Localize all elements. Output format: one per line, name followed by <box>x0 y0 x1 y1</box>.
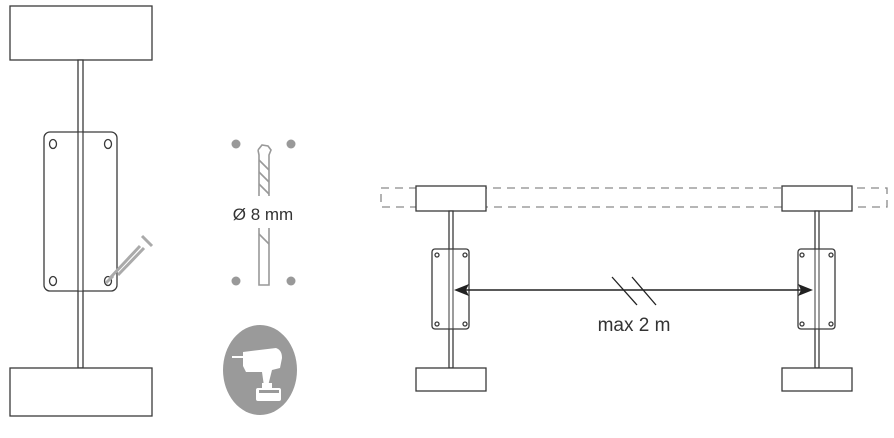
dimension-arrow <box>454 276 813 306</box>
drill-point-marker <box>286 139 296 149</box>
drill-point-marker <box>286 276 296 286</box>
top-rail-box <box>9 5 153 61</box>
drill-point-marker <box>231 139 241 149</box>
left-post <box>415 185 487 392</box>
drill-point-marker <box>231 276 241 286</box>
max-spacing-label: max 2 m <box>598 315 671 336</box>
screw-hole <box>103 138 113 150</box>
drill-diameter-label: Ø 8 mm <box>233 205 293 224</box>
right-post <box>781 185 853 392</box>
post-assembly-detail <box>9 5 154 417</box>
base-box <box>9 367 153 417</box>
dashed-rail <box>380 187 888 208</box>
pencil-icon <box>104 234 154 285</box>
spacing-diagram: max 2 m <box>380 185 888 392</box>
drill-bit-icon <box>257 144 272 286</box>
screw-hole <box>48 138 58 150</box>
drill-spec: Ø 8 mm <box>223 139 297 415</box>
cordless-drill-icon <box>223 325 297 415</box>
screw-hole <box>48 275 58 287</box>
